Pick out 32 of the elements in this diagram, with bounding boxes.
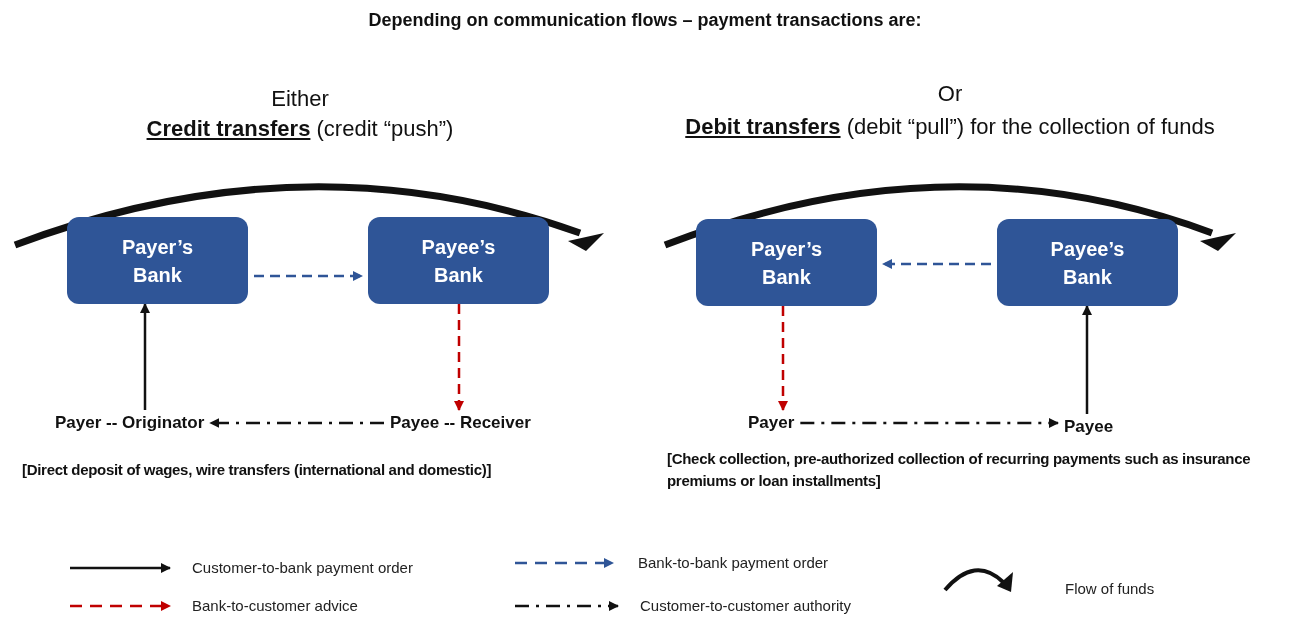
section-heading: Debit transfers (debit “pull”) for the collection of funds xyxy=(685,114,1215,140)
legend-label: Customer-to-customer authority xyxy=(640,597,851,614)
bank-box xyxy=(67,217,248,304)
party-label: Payer -- Originator xyxy=(55,413,205,433)
section-heading: Either xyxy=(271,86,329,112)
party-label: Payer xyxy=(748,413,795,433)
bank-label: Payee’s Bank xyxy=(420,234,497,288)
party-label: Payee -- Receiver xyxy=(390,413,531,433)
bank-label: Payer’s Bank xyxy=(749,236,824,290)
bank-box xyxy=(696,219,877,306)
arrow xyxy=(778,306,788,411)
party-label: Payee xyxy=(1064,417,1114,437)
diagram-title: Depending on communication flows – payment transactions are: xyxy=(367,10,923,31)
arrow xyxy=(254,271,363,281)
arrow xyxy=(209,418,384,428)
legend-label: Bank-to-bank payment order xyxy=(638,554,829,571)
example-note: [Check collection, pre-authorized collection of recurring payments such as insurance premiums or loan installments] xyxy=(667,449,1252,491)
bank-box xyxy=(997,219,1178,306)
bank-label: Payee’s Bank xyxy=(1049,236,1126,290)
arrow xyxy=(140,303,150,410)
legend-label: Flow of funds xyxy=(1065,580,1155,597)
example-note: [Direct deposit of wages, wire transfers (international and domestic)] xyxy=(22,460,493,480)
arrow xyxy=(800,418,1059,428)
section-heading: Credit transfers (credit “push”) xyxy=(146,116,454,142)
legend-label: Customer-to-bank payment order xyxy=(192,559,413,576)
bank-box xyxy=(368,217,549,304)
arrow xyxy=(1082,305,1092,414)
arrow xyxy=(882,259,991,269)
section-heading: Or xyxy=(937,81,963,107)
arrow xyxy=(454,304,464,411)
legend-label: Bank-to-customer advice xyxy=(192,597,358,614)
bank-label: Payer’s Bank xyxy=(120,234,195,288)
